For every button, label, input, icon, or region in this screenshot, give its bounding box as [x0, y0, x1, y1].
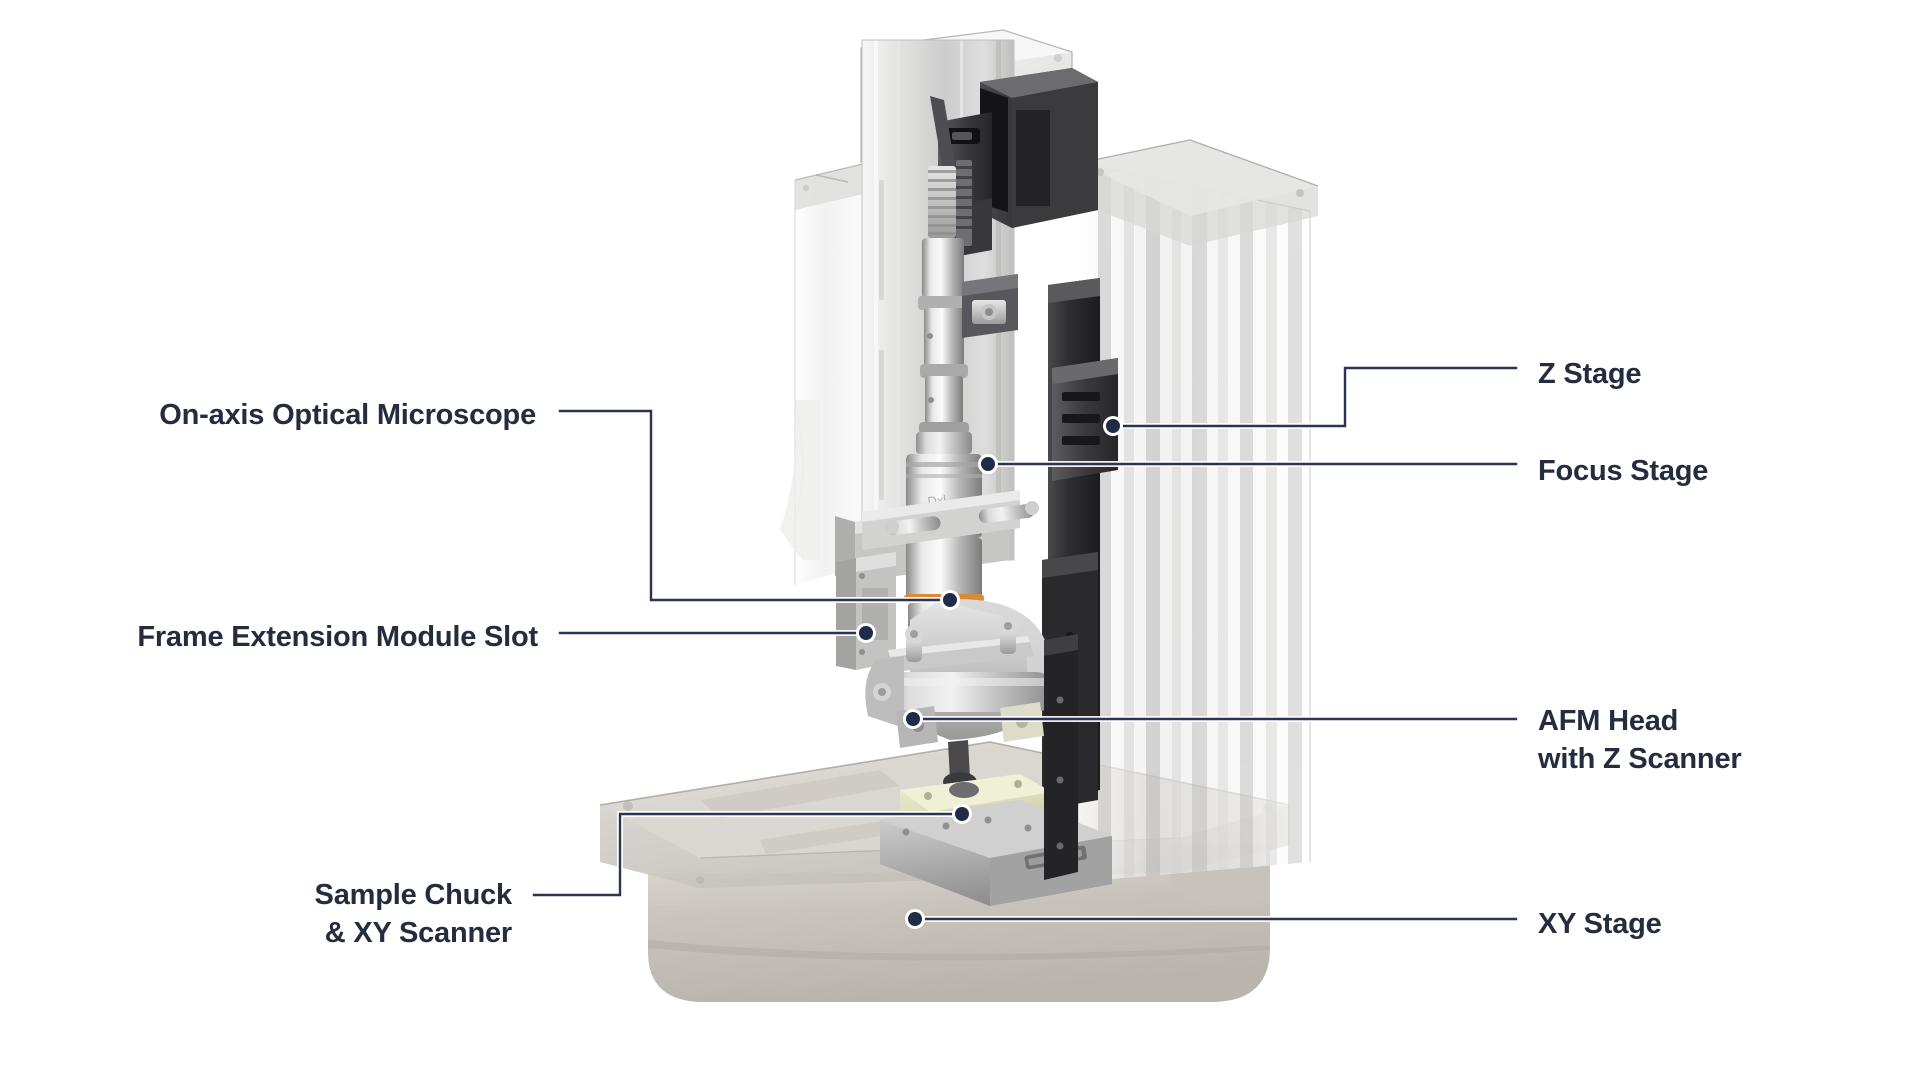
anchor-dot-sample-chuck-xy-scanner: [955, 807, 969, 821]
top-mechanism-housing: [980, 68, 1098, 228]
anchor-dot-on-axis-optical-microscope: [943, 593, 957, 607]
lower-support-post: [1044, 634, 1078, 880]
anchor-dot-xy-stage: [908, 912, 922, 926]
callout-label-z-stage: Z Stage: [1538, 358, 1642, 390]
callout-leader-lines: [531, 365, 1519, 922]
anchor-dot-frame-extension-module-slot: [859, 626, 873, 640]
callout-label-afm-head-with-z-scanner: AFM Head with Z Scanner: [1538, 705, 1742, 775]
callout-label-xy-stage: XY Stage: [1538, 908, 1662, 940]
callout-label-frame-extension-module-slot: Frame Extension Module Slot: [137, 621, 538, 653]
leader-line-on-axis-optical-microscope: [558, 409, 952, 602]
frame-extension-module-slot-block: [836, 552, 896, 670]
callout-label-on-axis-optical-microscope: On-axis Optical Microscope: [159, 399, 536, 431]
anchor-dot-focus-stage: [981, 457, 995, 471]
enclosure-right-wall: [1078, 162, 1311, 882]
anchor-dot-z-stage: [1106, 419, 1120, 433]
callout-label-focus-stage: Focus Stage: [1538, 455, 1709, 487]
upper-drive-mechanism: [928, 96, 992, 260]
threaded-rod: [928, 160, 972, 246]
callout-anchor-dots: [856, 416, 1123, 929]
leader-line-sample-chuck-xy-scanner: [532, 812, 964, 897]
focus-stage-block: [962, 274, 1018, 338]
leader-line-z-stage: [1111, 366, 1518, 428]
enclosure-left-panel: [780, 159, 881, 585]
callout-label-sample-chuck-xy-scanner: Sample Chuck & XY Scanner: [314, 879, 513, 949]
enclosure-shelf-upper: [1078, 139, 1319, 246]
head-thumbscrews: [905, 617, 1017, 662]
anchor-dot-afm-head-with-z-scanner: [906, 712, 920, 726]
alignment-pins: [885, 501, 1039, 536]
support-bridge-plate: [862, 490, 1039, 550]
